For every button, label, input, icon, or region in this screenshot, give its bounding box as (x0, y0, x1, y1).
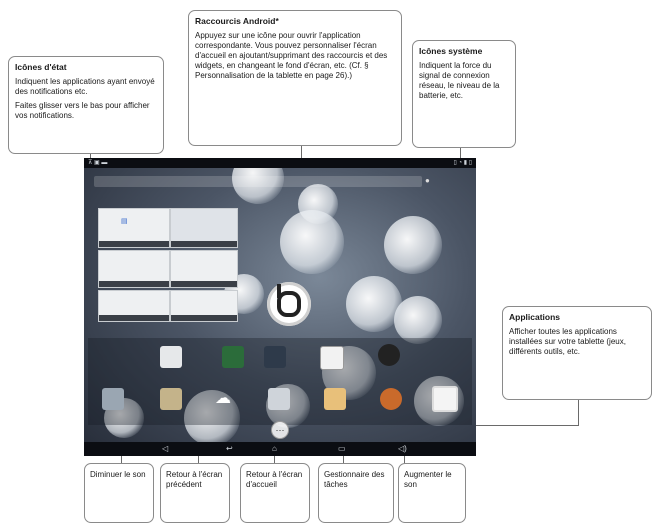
callout-status-text2: Faites glisser vers le bas pour afficher… (15, 100, 150, 120)
label-back-text: Retour à l'écran précédent (166, 470, 223, 489)
callout-applications: Applications Afficher toutes les applica… (502, 306, 652, 400)
app-icon-11[interactable] (380, 388, 402, 410)
leader-system (460, 148, 461, 166)
app-icon-2[interactable] (222, 346, 244, 368)
home-icon[interactable]: ⌂ (272, 444, 277, 453)
back-icon[interactable]: ↩ (226, 444, 233, 453)
callout-status-icons: Icônes d'état Indiquent les applications… (8, 56, 164, 154)
label-task-manager-text: Gestionnaire des tâches (324, 470, 385, 489)
label-volume-up-text: Augmenter le son (404, 470, 452, 489)
widget-thumbnail-3[interactable] (98, 290, 170, 322)
app-icon-5[interactable] (378, 344, 400, 366)
app-icon-7[interactable] (160, 388, 182, 410)
callout-status-title: Icônes d'état (15, 62, 67, 72)
callout-android-shortcuts: Raccourcis Android* Appuyez sur une icôn… (188, 10, 402, 146)
app-icon-6[interactable] (102, 388, 124, 410)
app-shortcut-area: ☁ (88, 338, 472, 425)
wifi-battery-icons[interactable]: ▯ ◔ ▮ ▯ (453, 160, 472, 166)
all-apps-button[interactable]: ⋯ (271, 421, 289, 439)
label-task-manager: Gestionnaire des tâches (318, 463, 394, 523)
leader-vol-down (121, 450, 122, 464)
widget-thumbnail-2[interactable] (170, 250, 238, 288)
callout-applications-title: Applications (509, 312, 561, 322)
volume-down-icon[interactable]: ◁ (162, 444, 169, 453)
widget-thumbnail-4[interactable] (170, 290, 238, 322)
google-logo-icon: ▤ (121, 217, 128, 225)
callout-shortcuts-text: Appuyez sur une icône pour ouvrir l'appl… (195, 30, 388, 80)
leader-apps-v (578, 400, 579, 426)
callout-status-text1: Indiquent les applications ayant envoyé … (15, 76, 155, 96)
status-bar: ⊼ ▣ ▬ ▯ ◔ ▮ ▯ (84, 158, 476, 168)
notification-icons[interactable]: ⊼ ▣ ▬ (88, 160, 108, 166)
label-volume-down-text: Diminuer le son (90, 470, 146, 479)
label-home: Retour à l'écran d'accueil (240, 463, 310, 523)
widget-thumbnail-1[interactable] (98, 250, 170, 288)
callout-system-icons: Icônes système Indiquent la force du sig… (412, 40, 516, 148)
callout-system-title: Icônes système (419, 46, 483, 56)
app-icon-4[interactable] (320, 346, 344, 370)
microphone-icon[interactable]: ● (425, 176, 430, 185)
app-icon-3[interactable] (264, 346, 286, 368)
recent-apps-icon[interactable]: ▭ (338, 444, 346, 453)
label-volume-up: Augmenter le son (398, 463, 466, 523)
widget-browser[interactable] (170, 208, 238, 248)
navigation-bar: ◁ ↩ ⌂ ▭ ◁) (84, 442, 476, 456)
callout-shortcuts-title: Raccourcis Android* (195, 16, 279, 26)
callout-applications-text: Afficher toutes les applications install… (509, 326, 626, 356)
cloud-icon[interactable]: ☁ (215, 390, 231, 407)
label-volume-down: Diminuer le son (84, 463, 154, 523)
volume-up-icon[interactable]: ◁) (398, 444, 407, 453)
app-icon-10[interactable] (324, 388, 346, 410)
label-back: Retour à l'écran précédent (160, 463, 230, 523)
app-icon-12[interactable] (432, 386, 458, 412)
app-icon-1[interactable] (160, 346, 182, 368)
widget-google[interactable]: ▤ (98, 208, 170, 248)
bouygues-logo (267, 282, 311, 326)
search-bar[interactable] (94, 176, 422, 187)
callout-system-text: Indiquent la force du signal de connexio… (419, 60, 500, 100)
app-icon-9[interactable] (268, 388, 290, 410)
tablet-screen: ⊼ ▣ ▬ ▯ ◔ ▮ ▯ ● ▤ ☁ ⋯ (84, 158, 476, 456)
label-home-text: Retour à l'écran d'accueil (246, 470, 303, 489)
